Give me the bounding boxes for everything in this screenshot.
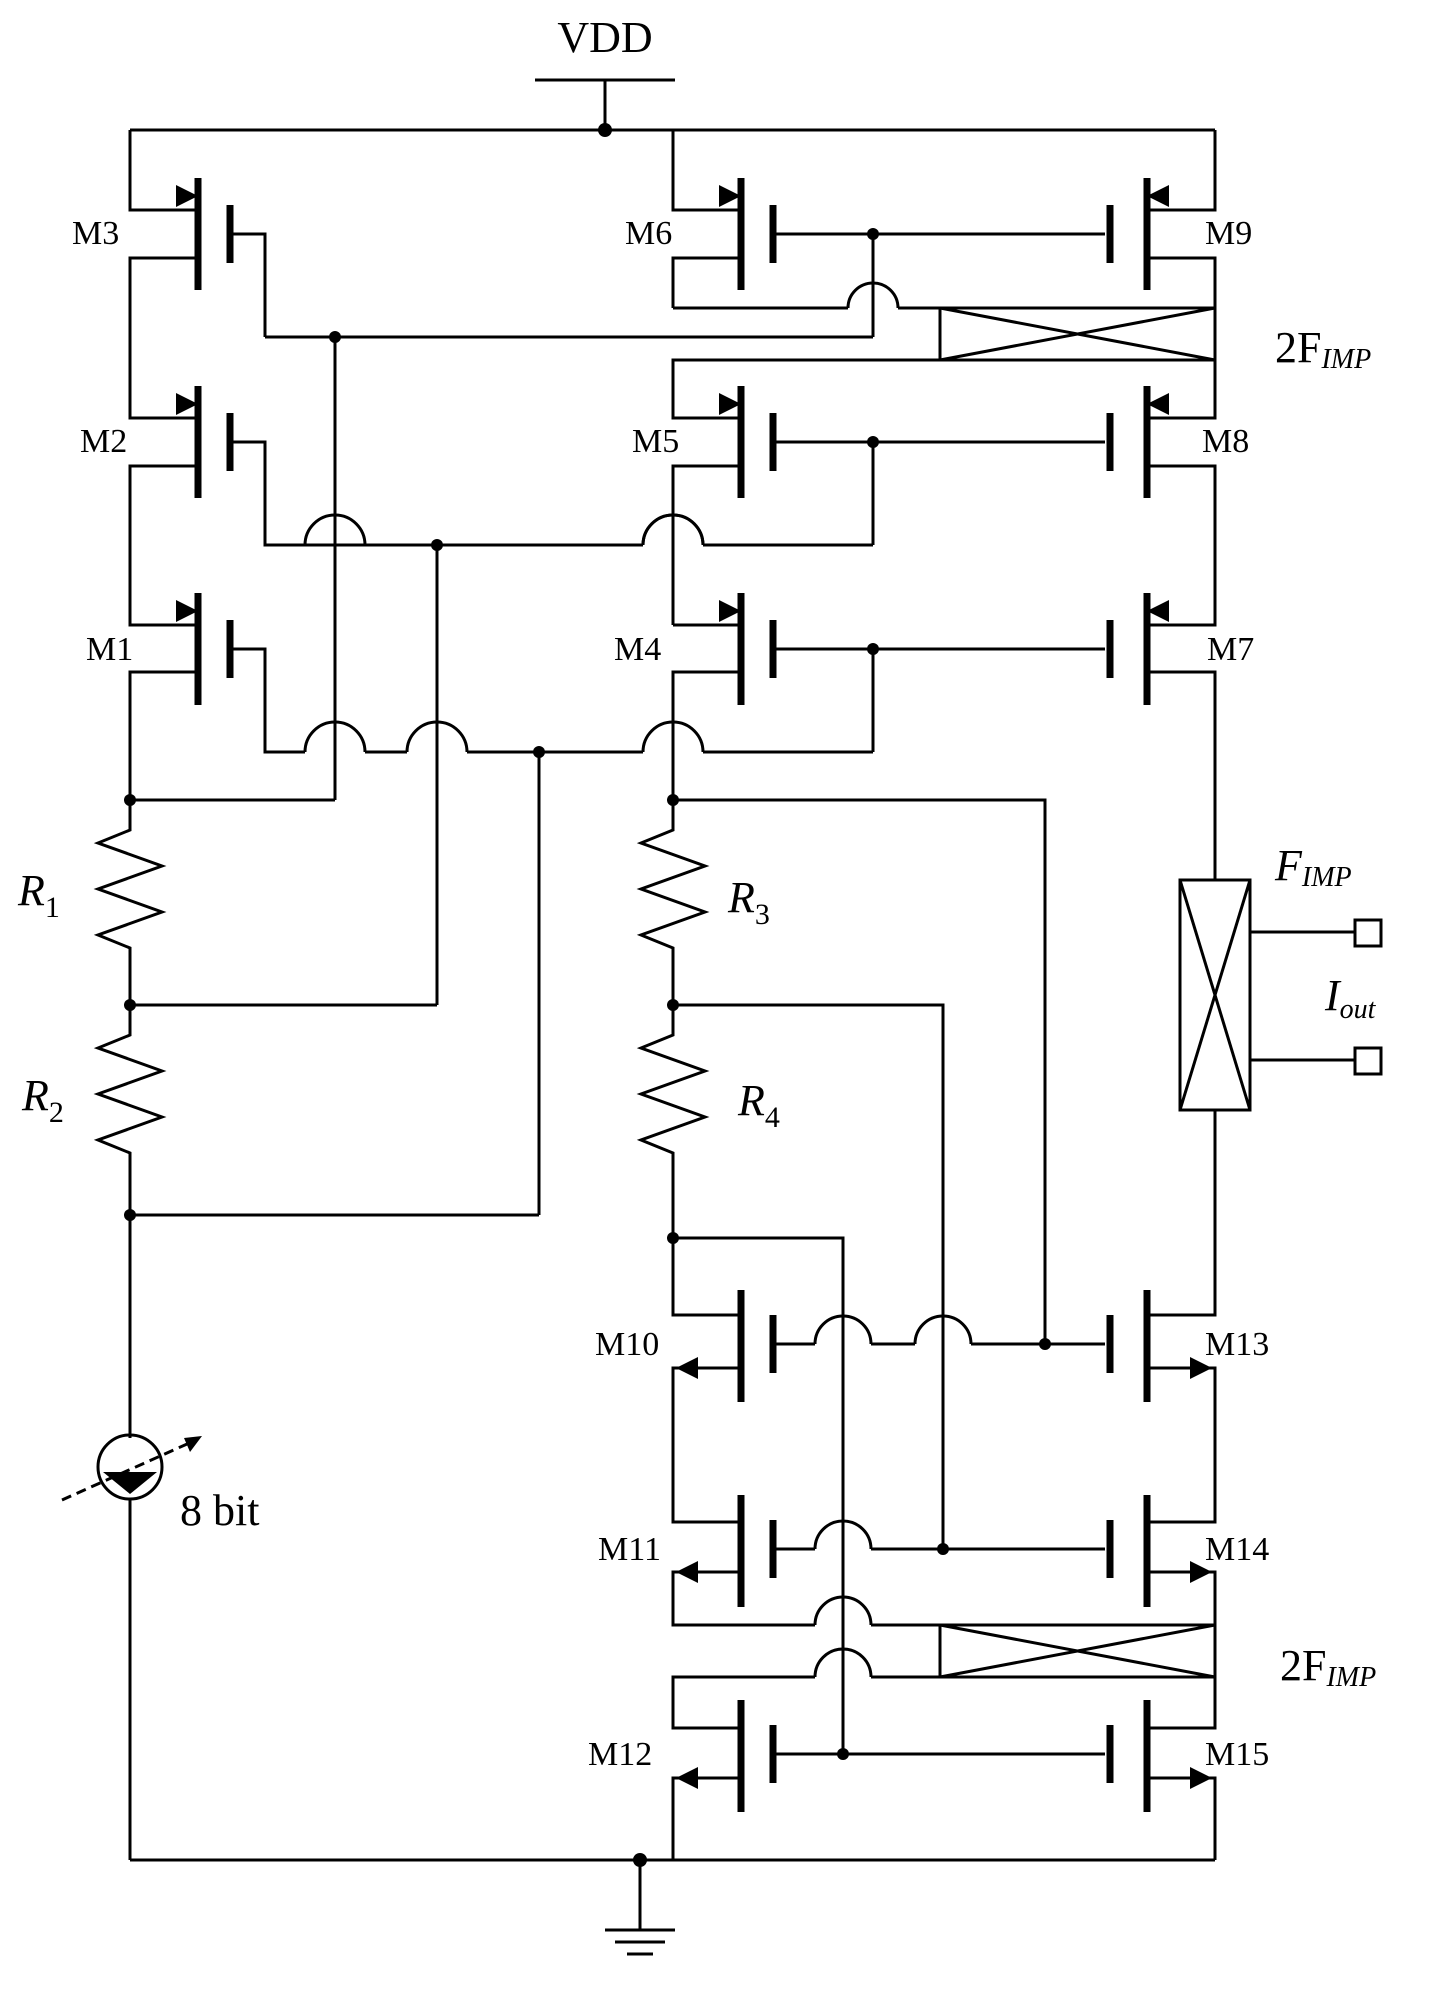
- resistor-r3: R3: [636, 800, 770, 1011]
- chopper-top-prefix: 2F: [1275, 323, 1321, 372]
- chopper-top: 2FIMP: [938, 306, 1371, 375]
- transistor-m7-label: M7: [1207, 631, 1254, 668]
- chopper-output: FIMP Iout: [1178, 841, 1383, 1310]
- resistor-r4-sub: 4: [765, 1101, 780, 1134]
- chopper-bottom-sub: IMP: [1325, 1662, 1376, 1693]
- transistor-m5: M5: [632, 386, 1105, 545]
- svg-text:FIMP: FIMP: [1274, 841, 1352, 893]
- output-current-sub: out: [1340, 994, 1377, 1025]
- chopper-output-letter: F: [1274, 841, 1303, 890]
- transistor-m11: M11: [598, 1495, 1105, 1607]
- transistor-m6-label: M6: [625, 215, 672, 252]
- transistor-m10-label: M10: [595, 1326, 659, 1363]
- transistor-m14: M14: [1106, 1495, 1269, 1607]
- output-pad-2[interactable]: [1353, 1046, 1383, 1076]
- chopper-bottom-prefix: 2F: [1280, 1641, 1326, 1690]
- chopper-output-sub: IMP: [1301, 862, 1352, 893]
- transistor-m5-label: M5: [632, 423, 679, 460]
- transistor-m4: M4: [614, 593, 1105, 752]
- transistor-m2: M2: [80, 386, 305, 547]
- nmos-bias-feeds: [673, 798, 1047, 1752]
- ground-symbol: [130, 1853, 1215, 1956]
- chopper-bottom: 2FIMP: [938, 1623, 1376, 1693]
- transistor-m8-label: M8: [1202, 423, 1249, 460]
- transistor-m11-label: M11: [598, 1531, 661, 1568]
- transistor-m7: M7: [1106, 593, 1254, 705]
- transistor-m8: M8: [1106, 386, 1249, 498]
- resistor-r2-letter: R: [21, 1071, 49, 1120]
- transistor-m13-label: M13: [1205, 1326, 1269, 1363]
- transistor-m15-label: M15: [1205, 1736, 1269, 1773]
- nmos-stack: M10 M13 M11 M14: [588, 1238, 1269, 1860]
- resistor-r1-sub: 1: [45, 891, 60, 924]
- transistor-m10: M10: [595, 1290, 1105, 1402]
- left-pmos-stack: M3 M2 M1: [72, 130, 305, 800]
- transistor-m9: M9: [1106, 178, 1252, 290]
- resistor-r3-letter: R: [727, 873, 755, 922]
- transistor-m3: M3: [72, 178, 267, 337]
- transistor-m1: M1: [86, 593, 305, 754]
- transistor-m2-label: M2: [80, 423, 127, 460]
- resistor-r4-letter: R: [737, 1076, 765, 1125]
- svg-text:2FIMP: 2FIMP: [1280, 1641, 1376, 1693]
- resistor-r4: R4: [636, 1005, 780, 1244]
- output-pad-1[interactable]: [1353, 918, 1383, 948]
- transistor-m4-label: M4: [614, 631, 661, 668]
- transistor-m9-label: M9: [1205, 215, 1252, 252]
- svg-text:2FIMP: 2FIMP: [1275, 323, 1371, 375]
- transistor-m12: M12: [588, 1700, 1105, 1812]
- transistor-m14-label: M14: [1205, 1531, 1269, 1568]
- svg-text:R3: R3: [727, 873, 770, 931]
- chopper-top-sub: IMP: [1320, 344, 1371, 375]
- left-bias-wires: [124, 331, 873, 1221]
- current-source-label: 8 bit: [180, 1486, 259, 1535]
- resistor-r2: R2: [21, 1005, 167, 1215]
- current-source-8bit: 8 bit: [61, 1215, 259, 1860]
- right-pmos-stack: M9 M8 M7: [1106, 130, 1254, 880]
- svg-text:R1: R1: [17, 866, 60, 924]
- transistor-m15: M15: [1106, 1700, 1269, 1812]
- output-current-letter: I: [1324, 971, 1342, 1020]
- vdd-label: VDD: [557, 13, 652, 62]
- svg-text:Iout: Iout: [1324, 971, 1377, 1025]
- resistor-r2-sub: 2: [49, 1096, 64, 1129]
- transistor-m3-label: M3: [72, 215, 119, 252]
- transistor-m12-label: M12: [588, 1736, 652, 1773]
- transistor-m1-label: M1: [86, 631, 133, 668]
- transistor-m6: M6: [625, 178, 1105, 337]
- svg-text:R2: R2: [21, 1071, 64, 1129]
- middle-pmos-stack: M6 M5 M4: [614, 130, 1105, 806]
- resistor-r1-letter: R: [17, 866, 45, 915]
- vdd-supply: VDD: [130, 13, 1215, 137]
- svg-text:R4: R4: [737, 1076, 780, 1134]
- resistor-r3-sub: 3: [755, 898, 770, 931]
- transistor-m13: M13: [1106, 1290, 1269, 1402]
- resistor-r1: R1: [17, 800, 167, 1005]
